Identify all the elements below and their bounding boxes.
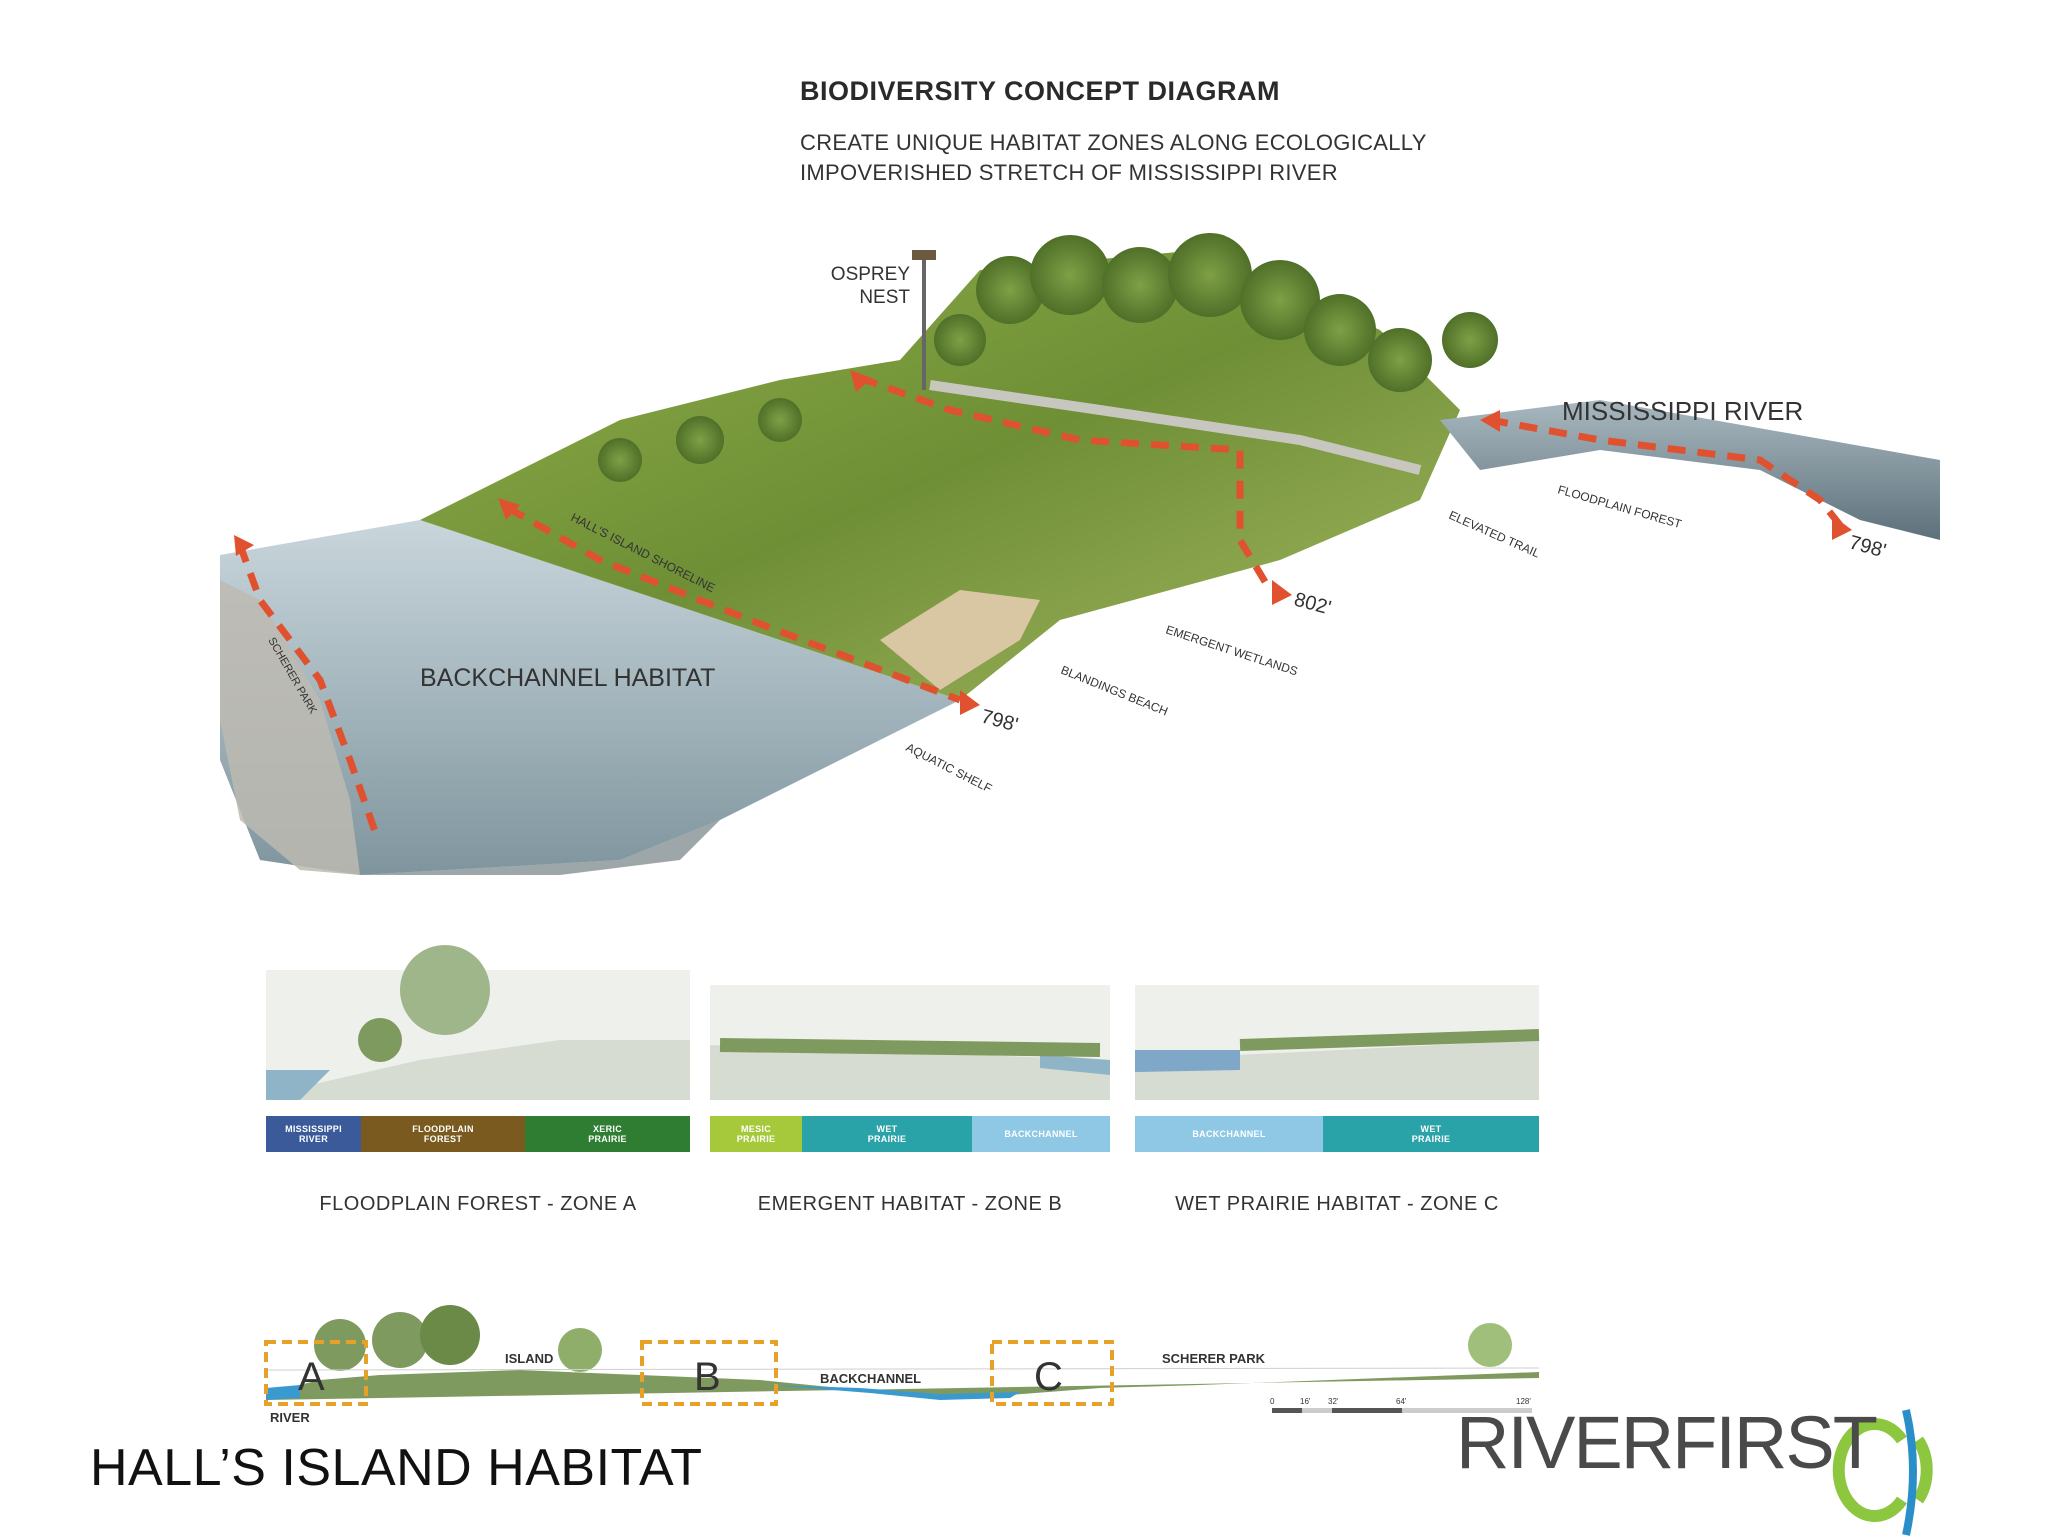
zone-a-illustration [266,945,690,1100]
forest-canopy [598,233,1498,482]
zone-c-segment-backchannel: BACKCHANNEL [1135,1116,1323,1152]
section-letter-c: C [1034,1355,1063,1399]
osprey-label-2: NEST [859,287,910,308]
scale-128: 128' [1516,1397,1531,1406]
diagram-title: BIODIVERSITY CONCEPT DIAGRAM [800,76,1281,106]
blandings-beach-label: BLANDINGS BEACH [1059,663,1170,719]
emergent-wetlands-label: EMERGENT WETLANDS [1164,623,1299,679]
zone-b-illustration [710,985,1110,1100]
riverfirst-logo-text: RIVERFIRST [1456,1401,1878,1484]
osprey-nest [912,250,936,260]
section-island-label: ISLAND [505,1351,553,1366]
zone-c-illustration [1135,985,1540,1100]
osprey-label-1: OSPREY [831,264,911,285]
elevation-798-b: 798' [1847,532,1889,563]
riprap-shore [220,580,360,875]
floodplain-forest-label: FLOODPLAIN FOREST [1556,482,1684,531]
section-letter-a: A [298,1355,325,1399]
mississippi-river-label: MISSISSIPPI RIVER [1562,396,1803,426]
scale-32: 32' [1328,1397,1339,1406]
diagram-subtitle: CREATE UNIQUE HABITAT ZONES ALONG ECOLOG… [800,128,1427,188]
channel-face [360,820,720,875]
zone-a-caption: FLOODPLAIN FOREST - ZONE A [319,1193,637,1215]
zone-c-caption: WET PRAIRIE HABITAT - ZONE C [1175,1193,1499,1215]
section-zone-boxes [264,1340,1114,1406]
scale-0: 0 [1270,1397,1275,1406]
elevation-802: 802' [1292,589,1334,620]
site-section [265,1305,1540,1400]
zone-b-segment-backchannel: BACKCHANNEL [972,1116,1110,1152]
section-river-label: RIVER [270,1410,310,1425]
backchannel-habitat-label: BACKCHANNEL HABITAT [420,664,715,692]
scale-16: 16' [1300,1397,1311,1406]
subtitle-line-2: IMPOVERISHED STRETCH OF MISSISSIPPI RIVE… [800,160,1338,185]
island-landmass [420,250,1460,700]
scale-64: 64' [1396,1397,1407,1406]
section-backchannel-label: BACKCHANNEL [820,1371,921,1386]
elevated-trail [929,380,1422,475]
flow-arrowheads [234,370,1852,715]
flow-arrows [236,374,1843,842]
elevation-798-a: 798' [979,706,1021,737]
riverfirst-logo-mark [1832,1409,1933,1536]
aquatic-shelf-label: AQUATIC SHELF [904,740,995,795]
scale-bar: 0 16' 32' 64' 128' [1270,1397,1532,1413]
beach [880,590,1040,690]
section-letter-b: B [694,1355,721,1399]
section-scherer-park-label: SCHERER PARK [1162,1351,1266,1366]
backchannel-water [220,520,960,875]
zone-b-caption: EMERGENT HABITAT - ZONE B [757,1193,1063,1215]
subtitle-line-1: CREATE UNIQUE HABITAT ZONES ALONG ECOLOG… [800,130,1427,155]
page-title: HALL’S ISLAND HABITAT [90,1439,703,1497]
elevated-trail-label: ELEVATED TRAIL [1447,508,1543,561]
